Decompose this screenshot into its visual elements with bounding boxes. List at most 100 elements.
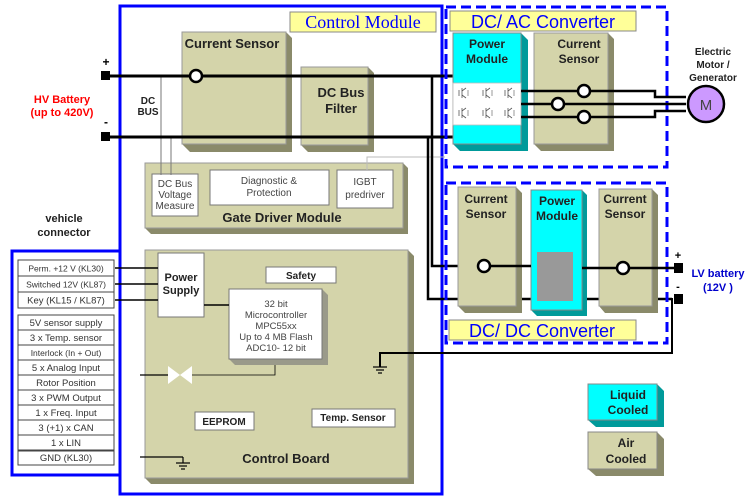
legend-air-line1: Air (618, 436, 635, 450)
signal-pin-label: 3 (+1) x CAN (38, 423, 93, 434)
ground-icon (140, 456, 190, 470)
dc-bus-filter: DC Bus Filter (300, 66, 374, 152)
power-pin-label: Switched 12V (KL87) (26, 280, 106, 290)
ground-pin-group: GND (KL30) (17, 450, 115, 466)
motor-label-line2: Motor / (696, 60, 730, 71)
voltage-measure-line1: DC Bus (158, 179, 192, 190)
dc-bus-label-line1: DC (141, 96, 155, 107)
voltage-measure-line3: Measure (156, 201, 195, 212)
diagnostic-line2: Protection (246, 188, 291, 199)
electric-motor: M (686, 84, 726, 124)
legend-liquid-line1: Liquid (610, 388, 646, 402)
power-pin-frame (17, 259, 115, 309)
igbt-predriver-box (336, 169, 394, 209)
hv-battery-label: HV Battery (34, 94, 91, 106)
control-board: Power Supply Safety 32 bit Microcontroll… (144, 249, 414, 484)
hv-battery-voltage: (up to 420V) (31, 107, 94, 119)
dc-ac-power-module-line2: Module (466, 52, 508, 66)
dc-ac-title: DC/ AC Converter (471, 12, 615, 32)
mcu-line4: Up to 4 MB Flash (239, 332, 312, 343)
lv-battery-voltage: (12V ) (703, 282, 733, 294)
dc-dc-cs-out-line1: Current (603, 192, 646, 206)
mcu-line3: MPC55xx (255, 321, 296, 332)
dc-bus-filter-line2: Filter (325, 101, 357, 116)
safety-label: Safety (286, 271, 316, 282)
motor-label-line3: Generator (689, 73, 737, 84)
signal-pin-label: 1 x Freq. Input (35, 408, 97, 419)
gate-driver-title: Gate Driver Module (222, 210, 341, 225)
dc-dc-pm-line2: Module (536, 209, 578, 223)
signal-pin-label: 3 x PWM Output (31, 393, 101, 404)
power-supply-line2: Supply (163, 285, 201, 297)
voltage-measure-line2: Voltage (158, 190, 192, 201)
signal-pin-label: 5 x Analog Input (32, 363, 100, 374)
lv-minus-terminal (674, 294, 683, 304)
ground-pin-label: GND (KL30) (40, 453, 92, 464)
dc-dc-converter-border (444, 181, 669, 345)
signal-pin-label: 5V sensor supply (30, 318, 103, 329)
dc-ac-current-sensor-line2: Sensor (559, 52, 600, 66)
dc-dc-current-sensor-out: Current Sensor (598, 188, 658, 313)
signal-pin-frame (17, 314, 115, 451)
control-module-title: Control Module (305, 12, 421, 32)
legend-liquid-cooled: Liquid Cooled (587, 383, 664, 427)
dc-ac-power-module: Power Module (452, 32, 528, 151)
mcu-line1: 32 bit (264, 299, 288, 310)
hv-minus-terminal (101, 132, 110, 141)
lv-plus-terminal (674, 263, 683, 273)
vehicle-connector-title-2: connector (37, 227, 91, 239)
legend-air-line2: Cooled (606, 452, 647, 466)
dc-dc-title: DC/ DC Converter (469, 321, 615, 341)
dc-ac-title-box (449, 10, 637, 32)
dc-dc-title-box (448, 319, 637, 341)
igbt-line2: predriver (345, 190, 385, 201)
signal-pin-label: 3 x Temp. sensor (30, 333, 102, 344)
mcu-line5: ADC10- 12 bit (246, 343, 306, 354)
temp-sensor-label: Temp. Sensor (320, 413, 385, 424)
power-supply-line1: Power (164, 272, 198, 284)
hv-minus-sign: - (104, 115, 108, 129)
motor-symbol: M (700, 97, 713, 114)
eeprom-box (194, 411, 255, 431)
voltage-measure-box (151, 173, 199, 217)
lv-battery-label: LV battery (692, 268, 746, 280)
power-supply-box (157, 252, 205, 318)
dc-dc-power-module: Power Module (530, 189, 587, 316)
eeprom-label: EEPROM (202, 417, 245, 428)
diagnostic-line1: Diagnostic & (241, 176, 297, 187)
motor-label-line1: Electric (695, 47, 732, 58)
power-pin-label: Key (KL15 / KL87) (27, 296, 105, 307)
legend-air-cooled: Air Cooled (587, 431, 664, 476)
igbt-line1: IGBT (353, 177, 376, 188)
hv-plus-sign: + (102, 55, 109, 69)
temp-sensor-box (311, 408, 396, 428)
hv-plus-terminal (101, 71, 110, 80)
ground-icon (373, 298, 673, 374)
signal-pin-label: 1 x LIN (51, 438, 81, 449)
control-board-title: Control Board (242, 451, 329, 466)
dc-dc-cs-in-line1: Current (464, 192, 507, 206)
dc-ac-current-sensor: Current Sensor (533, 32, 614, 151)
current-sensor-main: Current Sensor (181, 31, 292, 152)
diagnostic-box (209, 169, 330, 206)
dc-ac-current-sensor-line1: Current (557, 37, 600, 51)
gate-driver-module: DC Bus Voltage Measure Diagnostic & Prot… (144, 162, 408, 234)
current-sense-ring (188, 68, 204, 84)
lv-plus-sign: + (675, 250, 681, 262)
dc-dc-cs-out-line2: Sensor (605, 207, 646, 221)
lv-minus-sign: - (676, 281, 680, 293)
vehicle-connector-title-1: vehicle (45, 213, 82, 225)
power-pin-label: Perm. +12 V (KL30) (28, 264, 104, 274)
dc-bus-label-line2: BUS (137, 107, 158, 118)
dc-dc-pm-line1: Power (539, 194, 575, 208)
safety-box (265, 266, 337, 284)
legend-liquid-line2: Cooled (608, 403, 649, 417)
ground-pin-frame (17, 450, 115, 466)
mcu-line2: Microcontroller (245, 310, 307, 321)
dc-ac-converter-border (444, 5, 669, 169)
control-module-title-box (289, 11, 437, 33)
current-sensor-main-label: Current Sensor (185, 36, 280, 51)
dc-dc-current-sensor-in: Current Sensor (457, 186, 522, 313)
